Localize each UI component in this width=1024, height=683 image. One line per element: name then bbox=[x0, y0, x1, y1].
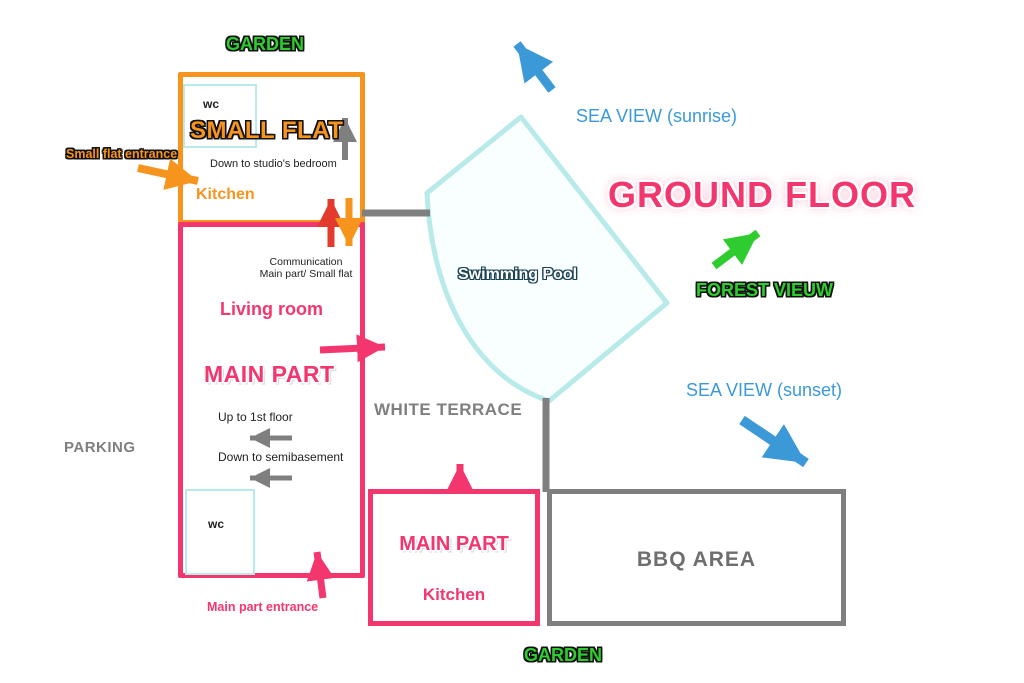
sea-view-sunset-label: SEA VIEW (sunset) bbox=[686, 380, 843, 400]
sea-view-sunset-arrow bbox=[739, 415, 809, 468]
forest-view-arrow bbox=[711, 229, 761, 270]
swimming-pool-shape bbox=[424, 114, 670, 404]
sea-view-sunrise-label: SEA VIEW (sunrise) bbox=[576, 106, 738, 126]
small-flat-label: SMALL FLAT bbox=[190, 117, 344, 144]
wc-label-main-part: wc bbox=[208, 517, 225, 531]
main-part-label: MAIN PART bbox=[204, 361, 335, 387]
living-room-label: Living room bbox=[220, 299, 323, 319]
parking-label: PARKING bbox=[64, 439, 136, 456]
main-part-kitchen-room bbox=[368, 489, 540, 626]
sea-view-sunrise-arrow bbox=[513, 41, 556, 93]
up-to-first-floor-label: Up to 1st floor bbox=[218, 410, 293, 424]
swimming-pool-label: Swimming Pool bbox=[458, 266, 578, 283]
white-terrace-label: WHITE TERRACE bbox=[374, 400, 523, 419]
main-part-entrance-label: Main part entrance bbox=[207, 600, 319, 614]
small-flat-entrance-label: Small flat entrance bbox=[66, 147, 178, 161]
forest-view-label: FOREST VIEUW bbox=[696, 280, 834, 300]
wc-label-small-flat: wc bbox=[203, 97, 220, 111]
main-part-room bbox=[178, 222, 365, 578]
ground-floor-title: GROUND FLOOR bbox=[608, 174, 916, 215]
garden-label-top: GARDEN bbox=[226, 34, 305, 54]
bbq-area-zone bbox=[547, 489, 846, 626]
wc-room-main-part bbox=[185, 489, 255, 575]
down-to-semibasement-label: Down to semibasement bbox=[218, 450, 344, 464]
communication-line1: Communication bbox=[269, 256, 343, 268]
wc-room-small-flat bbox=[183, 84, 257, 148]
main-part-kitchen-title: MAIN PART bbox=[399, 533, 509, 555]
down-to-studio-label: Down to studio's bedroom bbox=[210, 158, 337, 170]
small-flat-kitchen-label: Kitchen bbox=[196, 186, 255, 203]
bbq-area-label: BBQ AREA bbox=[636, 548, 757, 571]
garden-label-bottom: GARDEN bbox=[524, 645, 603, 665]
main-part-kitchen-label: Kitchen bbox=[422, 585, 486, 604]
communication-label: Communication Main part/ Small flat bbox=[248, 256, 364, 280]
communication-line2: Main part/ Small flat bbox=[259, 268, 353, 281]
